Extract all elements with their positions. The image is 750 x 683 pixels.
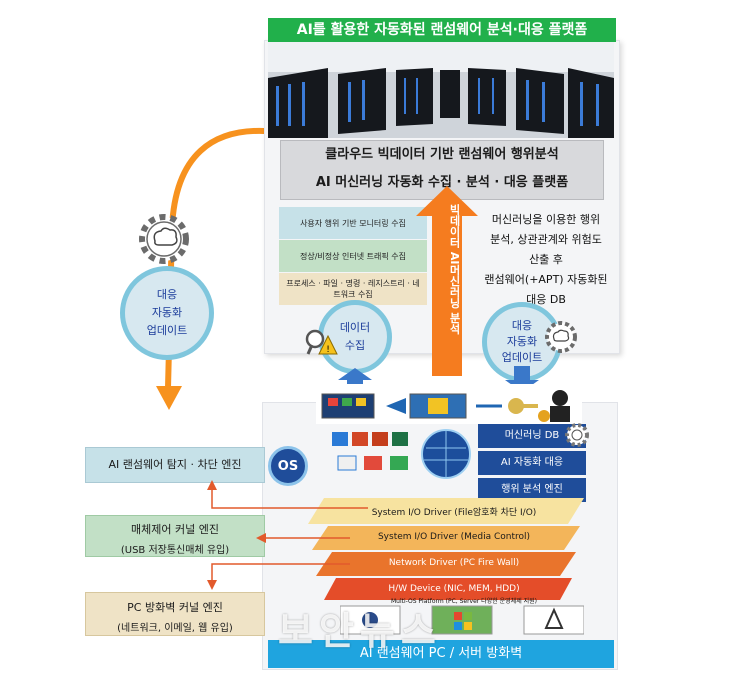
firewall-title: PC 방화벽 커널 엔진 [127,601,223,614]
firewall-title-bar: AI 랜섬웨어 PC / 서버 방화벽 [268,640,614,668]
threat-monitoring-illustration [316,384,582,424]
circle-line: 대응 [511,319,533,332]
circle-line: 자동화 [151,306,183,319]
collection-list: 사용자 행위 기반 모니터링 수집 정상/비정상 인터넷 트래픽 수집 프로세스… [279,207,427,306]
detect-engine-box: AI 랜섬웨어 탐지 · 차단 엔진 [85,447,265,483]
desc-line: 랜섬웨어(+APT) 자동화된 [484,273,608,286]
platform-label: Multi-OS Platform (PC, Server 다양한 운영체제 지… [390,598,538,605]
media-sub: (USB 저장통신매체 유입) [120,545,230,556]
server-room-image [268,42,614,138]
bigdata-analysis-arrow [416,186,478,376]
search-warning-icon: ! [305,329,338,355]
desc-line: 머신러닝을 이용한 행위 [491,213,601,226]
collect-item: 프로세스 · 파일 · 명령 · 레지스트리 · 네트워크 수집 [279,273,427,305]
brain-gear-icon [545,321,577,353]
ml-description: 머신러닝을 이용한 행위 분석, 상관관계와 위험도 산출 후 랜섬웨어(+AP… [476,210,616,310]
cloud-line-2: AI 머신러닝 자동화 수집 · 분석 · 대응 플랫폼 [315,175,569,190]
media-control-box: 매체제어 커널 엔진 (USB 저장통신매체 유입) [85,515,265,557]
layer-network: Network Driver (PC Fire Wall) [388,558,520,568]
desc-line: 산출 후 [529,253,563,266]
svg-text:!: ! [326,345,330,355]
os-badge: OS [268,446,308,486]
cloud-analysis-box: 클라우드 빅데이터 기반 랜섬웨어 행위분석 AI 머신러닝 자동화 수집 · … [280,140,604,200]
circle-line: 업데이트 [501,351,543,364]
platform-title: AI를 활용한 자동화된 랜섬웨어 분석·대응 플랫폼 [268,18,616,42]
layer-file-io: System I/O Driver (File암호화 차단 I/O) [371,508,537,518]
upload-arrow [338,368,372,394]
collect-item: 정상/비정상 인터넷 트래픽 수집 [279,240,427,272]
media-title: 매체제어 커널 엔진 [131,523,219,536]
arrow-label: 빅데이터 AI머신러닝 분석 [448,204,461,335]
os-platform-icons [340,605,584,635]
circle-line: 자동화 [506,335,538,348]
firewall-sub: (네트워크, 이메일, 웹 유입) [117,623,233,634]
watermark-logo: 보안뉴스 [278,609,442,653]
collect-item: 사용자 행위 기반 모니터링 수집 [279,207,427,239]
layer-hw: H/W Device (NIC, MEM, HDD) [388,584,520,594]
circle-line: 업데이트 [146,324,188,337]
data-collect-circle: 데이터 수집 [318,300,392,374]
auto-update-circle: 대응 자동화 업데이트 [120,266,214,360]
cloud-line-1: 클라우드 빅데이터 기반 랜섬웨어 행위분석 [325,147,559,162]
pc-firewall-box: PC 방화벽 커널 엔진 (네트워크, 이메일, 웹 유입) [85,592,265,636]
driver-layers [308,498,584,600]
brain-gear-icon [139,214,189,264]
circle-line: 데이터 [339,321,371,334]
apps-globe-illustration [332,429,471,479]
circle-line: 대응 [156,288,178,301]
desc-line: 분석, 상관관계와 위험도 [490,233,602,246]
ai-response-label: AI 자동화 대응 [478,451,586,475]
connector-arrows [207,480,368,590]
desc-line: 대응 DB [526,293,566,306]
layer-media-io: System I/O Driver (Media Control) [377,532,531,542]
gear-icon [565,423,589,447]
circle-line: 수집 [344,339,366,352]
